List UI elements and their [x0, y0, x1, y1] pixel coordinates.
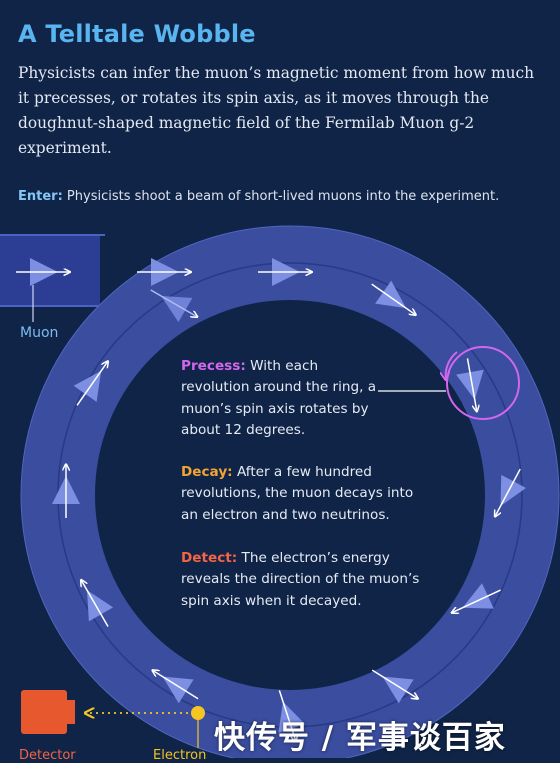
- enter-text: Physicists shoot a beam of short-lived m…: [66, 189, 500, 204]
- muon-marker: [52, 464, 80, 518]
- precess-label: Precess:: [181, 358, 246, 374]
- muon-marker: [258, 258, 312, 286]
- intro-paragraph: Physicists can infer the muon’s magnetic…: [18, 64, 535, 157]
- muon-marker: [69, 573, 114, 627]
- muon-marker: [482, 468, 526, 523]
- muon-marker: [278, 690, 306, 746]
- muon-markers: [16, 258, 526, 746]
- detector-shape: [21, 690, 75, 734]
- muon-marker: [73, 353, 120, 406]
- decay-text: After a few hundred revolutions, the muo…: [181, 464, 414, 523]
- muon-marker: [16, 258, 70, 286]
- decay-label: Decay:: [181, 464, 233, 480]
- muon-marker: [137, 258, 191, 286]
- muon-marker: [150, 289, 205, 323]
- muon-marker: [456, 358, 484, 414]
- detect-step: Detect: The electron’s energy reveals th…: [181, 548, 431, 612]
- detector-label: Detector: [19, 748, 76, 763]
- watermark: 快传号 / 军事谈百家: [214, 720, 506, 756]
- electron-dot: [191, 706, 205, 720]
- detect-label: Detect:: [181, 550, 238, 566]
- muon-marker: [145, 658, 199, 704]
- enter-label: Enter:: [18, 189, 63, 204]
- precess-text: With each revolution around the ring, a …: [181, 358, 377, 438]
- enter-caption: Enter: Physicists shoot a beam of short-…: [18, 189, 558, 204]
- precess-step: Precess: With each revolution around the…: [181, 356, 381, 441]
- electron-label: Electron: [153, 748, 207, 763]
- muon-marker: [371, 669, 426, 704]
- muon-marker: [371, 280, 424, 327]
- decay-step: Decay: After a few hundred revolutions, …: [181, 462, 431, 526]
- precession-highlight: [378, 346, 520, 420]
- muon-label: Muon: [20, 325, 59, 341]
- detect-text: The electron’s energy reveals the direct…: [181, 550, 420, 609]
- muon-marker: [446, 583, 501, 625]
- page-title: A Telltale Wobble: [18, 20, 256, 48]
